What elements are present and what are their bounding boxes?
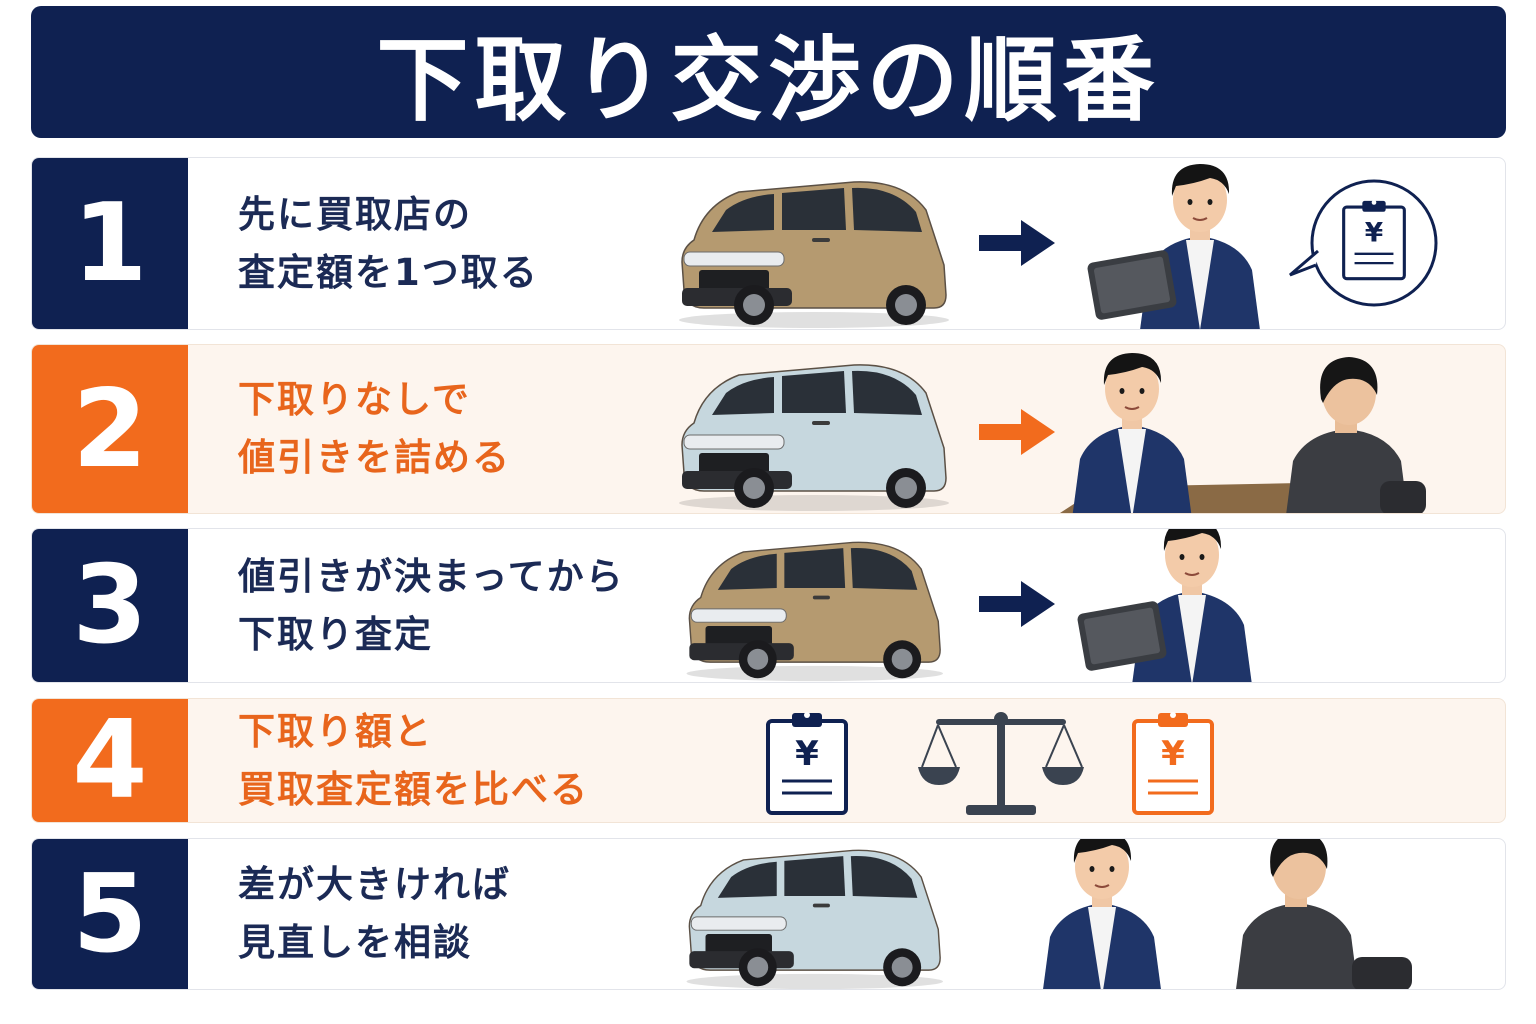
step-number: 1 [32,158,188,329]
step-number: 5 [32,839,188,989]
yen-clipboard-icon [1339,196,1409,282]
step-4: 4 下取り額と 買取査定額を比べる [31,698,1506,823]
customer-icon [1227,838,1367,990]
step-text-line: 見直しを相談 [238,921,472,964]
step-text-line: 買取査定額を比べる [238,767,589,811]
step-number: 3 [32,529,188,682]
step-text: 下取り額と 買取査定額を比べる [238,703,589,819]
chair-icon [1352,957,1412,989]
step-text: 先に買取店の 査定額を1つ取る [238,186,539,302]
step-text-line: 下取り査定 [238,612,433,656]
tan-minivan-icon [672,531,948,683]
step-text-line: 下取りなしで [238,378,471,421]
tan-minivan-icon [664,170,954,330]
step-text-line: 査定額を1つ取る [238,250,539,294]
step-text: 差が大きければ 見直しを相談 [238,856,511,972]
step-text-line: 値引きが決まってから [238,554,625,598]
step-5: 5 差が大きければ 見直しを相談 [31,838,1506,990]
step-2: 2 下取りなしで 値引きを詰める [31,344,1506,514]
salesperson-icon [1062,344,1202,514]
blue-minivan-icon [664,353,954,513]
tablet-icon [1077,601,1167,671]
step-1: 1 先に買取店の 査定額を1つ取る [31,157,1506,330]
page-title: 下取り交渉の順番 [376,26,1161,134]
title-banner: 下取り交渉の順番 [31,6,1506,138]
yen-clipboard-orange-icon [1128,707,1218,817]
yen-clipboard-icon [762,707,852,817]
step-text: 値引きが決まってから 下取り査定 [238,548,625,664]
tablet-icon [1087,250,1177,320]
arrow-right-icon [977,407,1057,457]
step-text-line: 値引きを詰める [238,436,511,479]
step-3: 3 値引きが決まってから 下取り査定 [31,528,1506,683]
step-number: 2 [32,345,188,513]
balance-scale-icon [918,712,1084,815]
blue-minivan-icon [672,839,948,990]
step-text-line: 下取り額と [238,709,433,753]
step-text-line: 差が大きければ [238,863,511,906]
step-text: 下取りなしで 値引きを詰める [238,371,511,487]
step-text-line: 先に買取店の [238,192,472,236]
arrow-right-icon [977,579,1057,629]
salesperson-icon [1032,838,1172,990]
step-number: 4 [32,699,188,822]
chair-icon [1380,481,1426,513]
arrow-right-icon [977,218,1057,268]
